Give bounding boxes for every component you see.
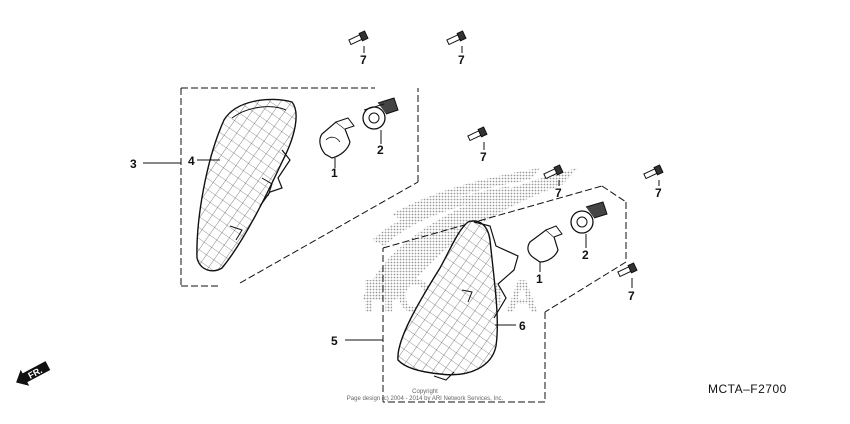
diagram-code: MCTA–F2700 (708, 382, 787, 396)
copyright-line-2: Page design (c) 2004 - 2014 by ARI Netwo… (347, 396, 504, 402)
callout-2-left: 2 (377, 143, 384, 157)
left-bulb (319, 117, 355, 159)
right-assembly-frame (382, 185, 627, 403)
leader-lines (143, 46, 660, 341)
front-direction-arrow: FR. (16, 361, 51, 386)
screw-icon (617, 262, 638, 278)
screw-icon (348, 30, 369, 46)
screw-icons (348, 30, 664, 278)
screw-icon (643, 164, 664, 180)
callout-7-d: 7 (555, 186, 562, 200)
right-bulb (527, 225, 563, 263)
left-assembly-frame (180, 87, 419, 287)
right-socket (570, 201, 608, 234)
callout-5: 5 (331, 334, 338, 348)
left-turn-signal-lens (196, 98, 297, 272)
left-socket (362, 97, 399, 130)
callout-6: 6 (519, 319, 526, 333)
right-turn-signal-lens (397, 220, 519, 381)
callout-7-e: 7 (655, 186, 662, 200)
callout-3: 3 (130, 157, 137, 171)
copyright-line-1: Copyright (412, 389, 438, 395)
callout-7-c: 7 (480, 150, 487, 164)
screw-icon (467, 126, 488, 142)
callout-7-b: 7 (458, 53, 465, 67)
callout-7-a: 7 (360, 53, 367, 67)
screw-icon (543, 164, 564, 180)
callout-1-left: 1 (331, 166, 338, 180)
callout-7-f: 7 (628, 289, 635, 303)
screw-icon (446, 30, 467, 46)
callout-2-right: 2 (582, 248, 589, 262)
callout-1-right: 1 (536, 272, 543, 286)
callout-4: 4 (188, 154, 195, 168)
